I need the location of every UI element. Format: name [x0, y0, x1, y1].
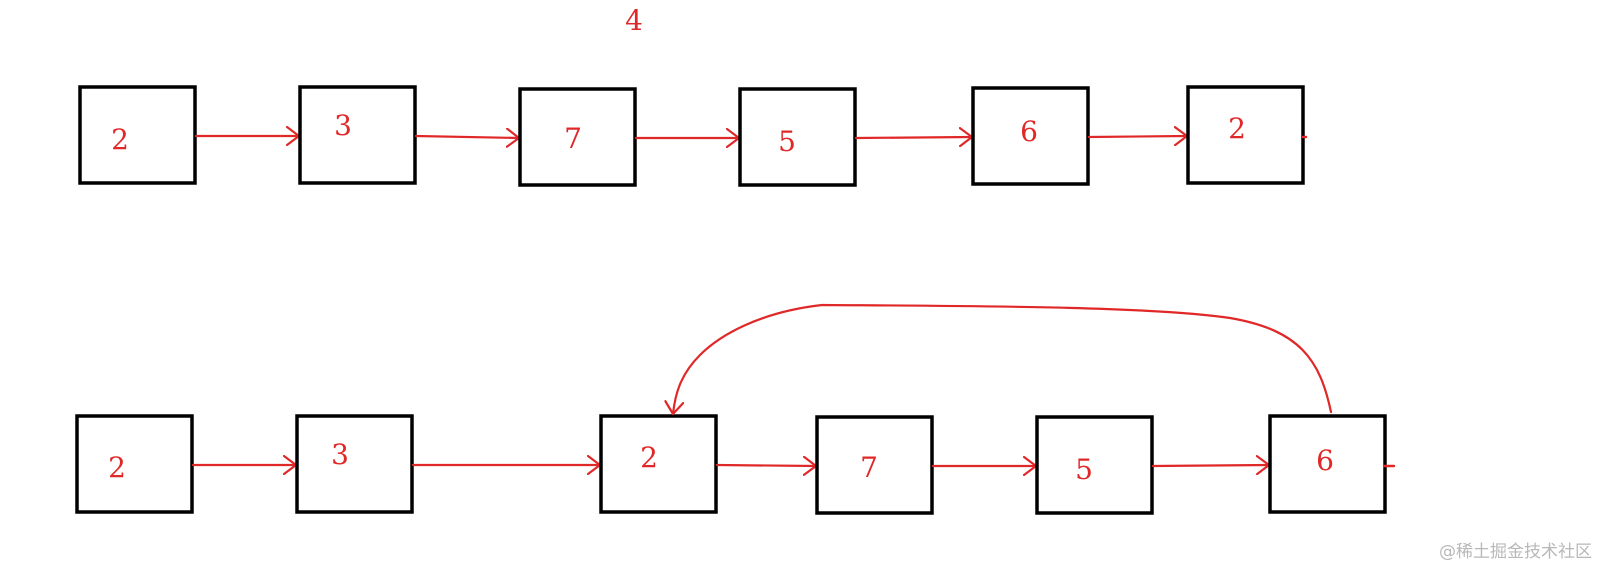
bottom-node-value: 6: [1316, 444, 1334, 477]
top-list-node: 5: [738, 87, 857, 187]
top-node-box: [518, 87, 637, 187]
top-list-node: 3: [298, 85, 417, 185]
insert-value-label: 4: [625, 4, 643, 37]
bottom-list-node: 2: [75, 414, 194, 514]
top-node-value: 2: [1228, 112, 1246, 145]
watermark: @稀土掘金技术社区: [1439, 542, 1592, 562]
bottom-node-value: 2: [640, 441, 658, 474]
bottom-node-value: 7: [860, 451, 878, 484]
top-next-pointer-arrow: [1087, 136, 1189, 137]
bottom-list-node: 7: [815, 415, 934, 515]
top-node-box: [298, 85, 417, 185]
top-next-pointer-arrow: [854, 137, 974, 138]
top-next-pointer-arrow: [414, 136, 521, 138]
top-node-box: [78, 85, 197, 185]
top-list-node: 2: [1186, 85, 1305, 185]
top-list-node: 6: [971, 86, 1090, 186]
bottom-node-box: [599, 414, 718, 514]
bottom-node-box: [75, 414, 194, 514]
bottom-node-box: [295, 414, 414, 514]
back-edge-arrow: [673, 303, 1333, 416]
top-node-value: 7: [564, 122, 582, 155]
top-node-value: 3: [334, 109, 352, 142]
top-list-node: 7: [518, 87, 637, 187]
top-list-node: 2: [78, 85, 197, 185]
bottom-node-box: [1268, 414, 1387, 514]
bottom-node-box: [815, 415, 934, 515]
bottom-list-node: 3: [295, 414, 414, 514]
bottom-list-node: 5: [1035, 415, 1154, 515]
top-node-box: [1186, 85, 1305, 185]
bottom-next-pointer-arrow: [715, 465, 818, 466]
bottom-node-box: [1035, 415, 1154, 515]
bottom-node-value: 3: [331, 438, 349, 471]
bottom-node-value: 2: [108, 451, 126, 484]
bottom-node-value: 5: [1075, 453, 1093, 486]
bottom-linked-list: 2 3 2 7 5 6: [75, 414, 1396, 515]
top-linked-list: 2 3 7 5 6 2: [78, 85, 1308, 187]
bottom-next-pointer-arrow: [1151, 465, 1271, 466]
top-node-value: 5: [778, 125, 796, 158]
top-node-box: [971, 86, 1090, 186]
top-node-value: 6: [1020, 115, 1038, 148]
bottom-list-node: 2: [599, 414, 718, 514]
top-node-value: 2: [111, 123, 129, 156]
bottom-list-node: 6: [1268, 414, 1387, 514]
top-node-box: [738, 87, 857, 187]
